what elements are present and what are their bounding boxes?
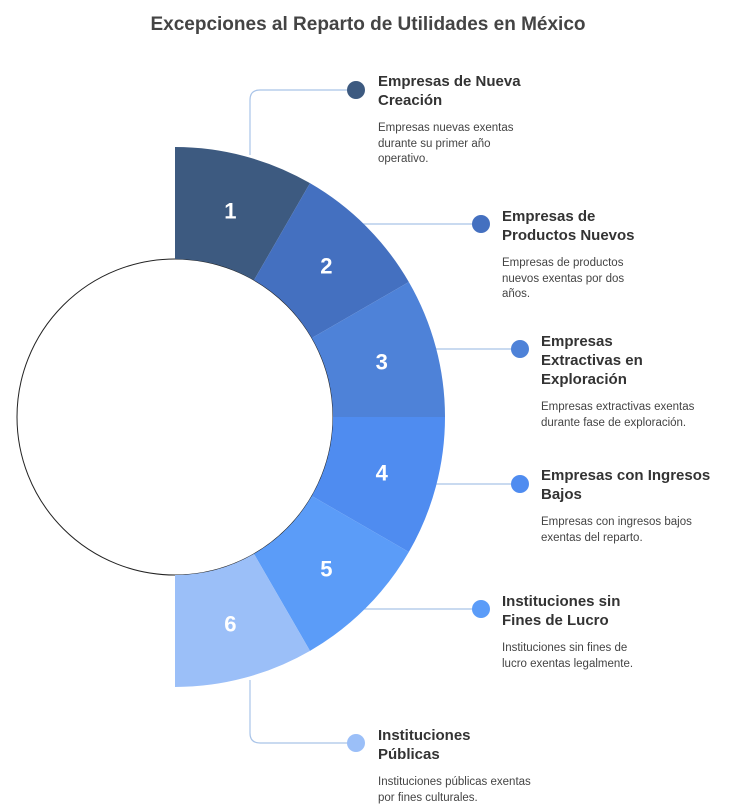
segment-description: Empresas nuevas exentas durante su prime… xyxy=(378,122,514,165)
connector-line xyxy=(249,89,356,155)
segment-dot xyxy=(511,340,529,358)
segment-label-4: Empresas con Ingresos Bajos Empresas con… xyxy=(541,466,721,546)
segment-number: 3 xyxy=(376,350,388,375)
segment-description: Empresas extractivas exentas durante fas… xyxy=(541,401,695,429)
segment-label-5: Instituciones sin Fines de Lucro Institu… xyxy=(502,592,652,672)
segment-dot xyxy=(347,734,365,752)
segment-label-6: Instituciones Públicas Instituciones púb… xyxy=(378,726,548,806)
segment-title: Instituciones Públicas xyxy=(378,727,471,763)
segment-label-2: Empresas de Productos Nuevos Empresas de… xyxy=(502,207,652,303)
segment-dot xyxy=(472,215,490,233)
segment-description: Instituciones públicas exentas por fines… xyxy=(378,776,531,804)
segment-dot xyxy=(347,81,365,99)
segment-number: 1 xyxy=(224,198,236,223)
segment-label-1: Empresas de Nueva Creación Empresas nuev… xyxy=(378,72,538,168)
segment-number: 5 xyxy=(320,556,332,581)
ring-segment-5 xyxy=(254,496,409,651)
segment-title: Empresas con Ingresos Bajos xyxy=(541,467,711,503)
ring-segment-3 xyxy=(311,282,445,417)
center-circle xyxy=(16,258,334,576)
segment-description: Instituciones sin fines de lucro exentas… xyxy=(502,642,634,670)
ring-segment-2 xyxy=(254,183,409,338)
diagram-title: Excepciones al Reparto de Utilidades en … xyxy=(150,14,586,35)
segment-number: 6 xyxy=(224,612,236,637)
segment-label-3: Empresas Extractivas en Exploración Empr… xyxy=(541,332,721,431)
ring-segment-4 xyxy=(311,417,445,552)
ring-segment-1 xyxy=(175,147,310,281)
segment-number: 2 xyxy=(320,254,332,279)
segment-description: Empresas con ingresos bajos exentas del … xyxy=(541,516,692,544)
segment-dot xyxy=(472,600,490,618)
segment-title: Empresas Extractivas en Exploración xyxy=(541,333,643,388)
segment-description: Empresas de productos nuevos exentas por… xyxy=(502,257,625,300)
segment-number: 4 xyxy=(376,460,389,485)
segment-dot xyxy=(511,475,529,493)
connector-line xyxy=(249,680,356,744)
segment-title: Instituciones sin Fines de Lucro xyxy=(502,593,621,629)
ring-segment-6 xyxy=(175,553,310,687)
segment-title: Empresas de Productos Nuevos xyxy=(502,208,635,244)
segment-title: Empresas de Nueva Creación xyxy=(378,73,521,109)
